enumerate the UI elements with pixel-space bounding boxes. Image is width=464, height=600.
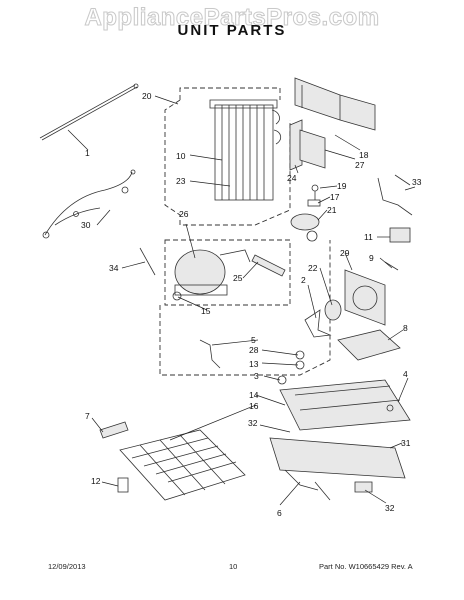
callout-11: 11 (364, 232, 373, 242)
callout-6: 6 (277, 508, 282, 518)
callout-7: 7 (85, 411, 90, 421)
callout-13: 13 (249, 359, 259, 369)
part-11-motor (389, 227, 411, 243)
part-10-condenser (209, 99, 282, 201)
part-24-bracket (289, 119, 303, 171)
part-9-screw (384, 261, 399, 271)
callout-4: 4 (403, 369, 408, 379)
part-12-clip (117, 477, 129, 493)
callout-8: 8 (403, 323, 408, 333)
part-32-foot (354, 481, 373, 493)
diagram-title: UNIT PARTS (177, 22, 287, 39)
callout-28: 28 (249, 345, 259, 355)
callout-27: 27 (355, 160, 365, 170)
callout-29: 29 (340, 248, 350, 258)
leader-lines (67, 95, 416, 506)
part-22-fan-motor (324, 299, 342, 321)
callout-32a: 32 (248, 418, 258, 428)
callout-18: 18 (359, 150, 369, 160)
callout-5: 5 (251, 335, 256, 345)
part-7-tube (99, 421, 129, 439)
part-29-fan-shroud (344, 269, 386, 326)
part-25-capacitor (251, 254, 286, 277)
callout-20: 20 (142, 91, 152, 101)
callout-23: 23 (176, 176, 186, 186)
part-14-base-pan (279, 379, 411, 431)
compressor-assembly-boundary (164, 239, 291, 306)
part-6-hose (284, 469, 331, 501)
callout-19: 19 (337, 181, 347, 191)
callout-34: 34 (109, 263, 119, 273)
part-19-17-screws (307, 184, 321, 207)
unit-assembly-boundary (159, 240, 331, 376)
part-26-compressor (172, 249, 251, 301)
condenser-assembly-boundary (164, 87, 291, 226)
watermark: AppliancePartsPros.com (84, 4, 380, 32)
callout-25: 25 (233, 273, 243, 283)
callout-1: 1 (85, 148, 90, 158)
callout-17: 17 (330, 192, 340, 202)
callout-26: 26 (179, 209, 189, 219)
callout-2: 2 (301, 275, 306, 285)
callout-31: 31 (401, 438, 411, 448)
part-31-drain-pan (269, 437, 406, 479)
callout-30: 30 (81, 220, 91, 230)
callout-24: 24 (287, 173, 297, 183)
part-18-bracket (299, 129, 326, 169)
footer-part-number: Part No. W10665429 Rev. A (319, 562, 413, 571)
callout-16: 16 (249, 401, 259, 411)
part-34-tube (139, 247, 156, 276)
callout-21: 21 (327, 205, 337, 215)
callout-32b: 32 (385, 503, 395, 513)
part-33-harness (377, 174, 413, 216)
condenser-coil-grid (119, 429, 246, 501)
callout-33: 33 (412, 177, 422, 187)
part-27-shroud (294, 77, 376, 131)
footer-date: 12/09/2013 (48, 562, 86, 571)
footer-page-number: 10 (229, 562, 238, 571)
callout-14: 14 (249, 390, 259, 400)
callout-9: 9 (369, 253, 374, 263)
callout-3: 3 (254, 371, 259, 381)
callout-10: 10 (176, 151, 186, 161)
callout-15: 15 (201, 306, 211, 316)
part-5-tube (199, 339, 221, 369)
callout-22: 22 (308, 263, 318, 273)
part-2-fan-blade (304, 309, 332, 338)
part-1-wire (39, 83, 139, 141)
part-21-relay (290, 213, 320, 242)
part-8-bracket (337, 329, 401, 361)
part-3-washer (277, 375, 287, 385)
part-30-harness (42, 169, 136, 239)
callout-12: 12 (91, 476, 101, 486)
